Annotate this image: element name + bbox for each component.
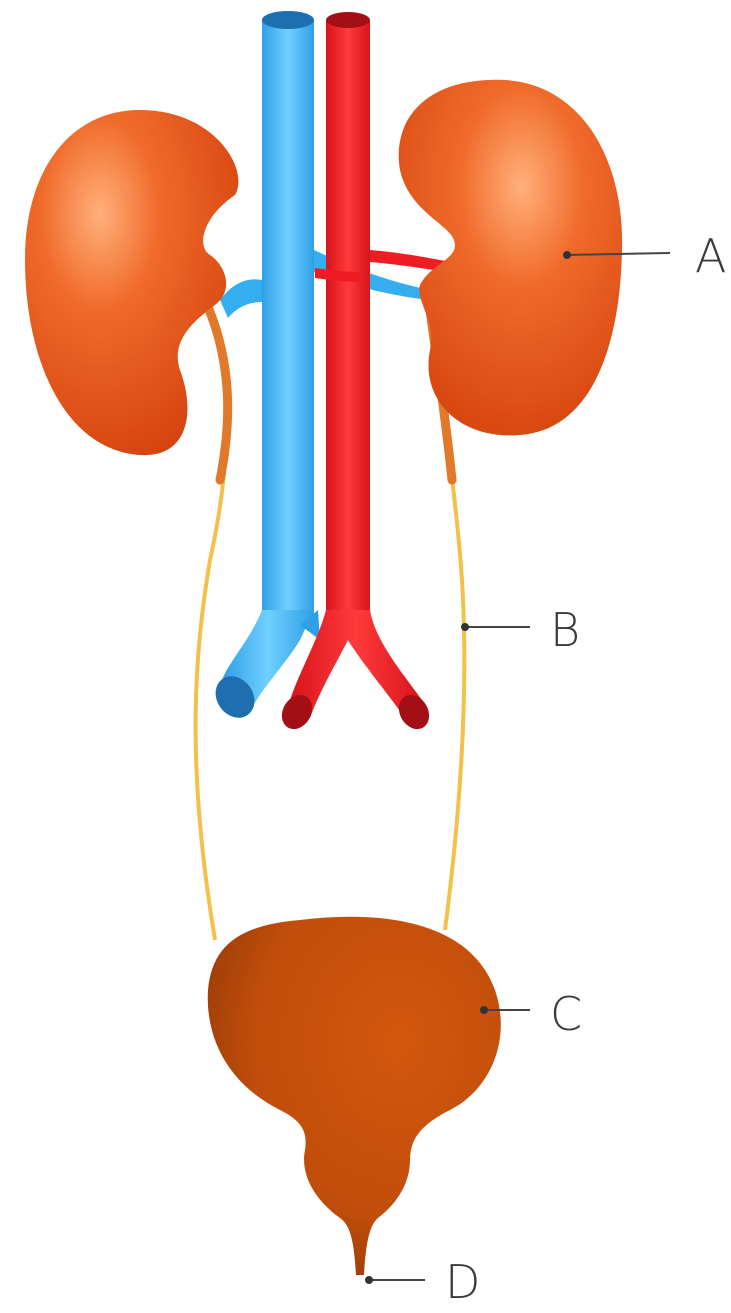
label-a: A: [695, 229, 726, 283]
label-c: C: [550, 987, 582, 1041]
right-kidney: [399, 80, 622, 436]
label-d: D: [445, 1255, 480, 1309]
left-ureter-top: [205, 300, 228, 480]
left-kidney: [25, 110, 238, 455]
vena-cava: [208, 11, 430, 725]
label-b: B: [550, 603, 580, 657]
left-ureter: [196, 300, 227, 940]
bladder: [208, 917, 501, 1275]
